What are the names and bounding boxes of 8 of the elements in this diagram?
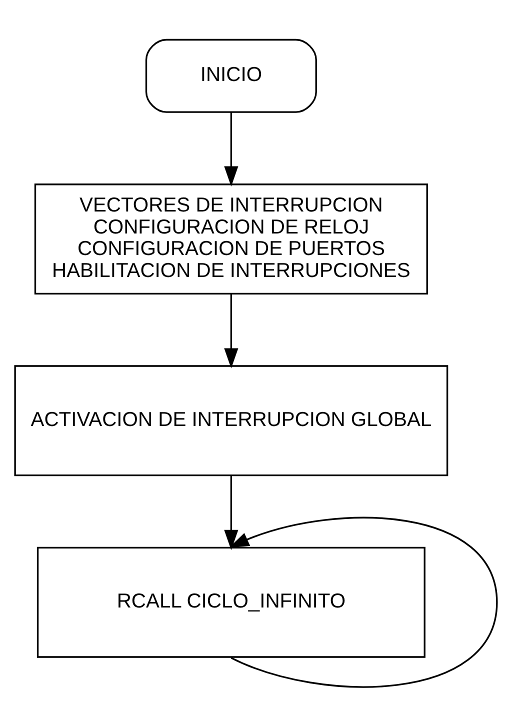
node-box: INICIO <box>145 38 317 112</box>
node-box: ACTIVACION DE INTERRUPCION GLOBAL <box>14 364 448 476</box>
arrow <box>228 516 498 688</box>
arrow <box>224 112 238 186</box>
arrow <box>224 474 238 550</box>
arrow <box>224 293 238 368</box>
node-box: VECTORES DE INTERRUPCION CONFIGURACION DE RELOJ CONFIGURACION DE PUERTOS HABILITACION DE INTERRUPCIONES <box>34 183 428 294</box>
node-box: RCALL CICLO_INFINITO <box>36 546 426 658</box>
